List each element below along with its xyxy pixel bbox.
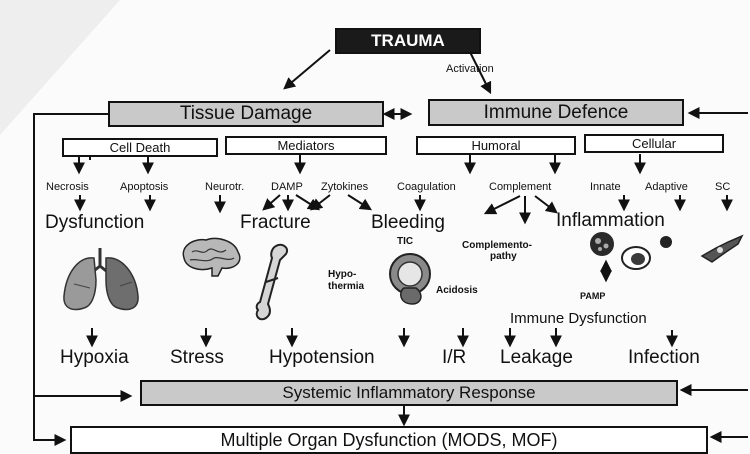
ir-label: I/R <box>442 347 467 368</box>
trauma-box: TRAUMA <box>335 28 481 54</box>
acidosis-label: Acidosis <box>436 285 478 296</box>
infection-label: Infection <box>628 347 700 368</box>
immune-dysfunction-label: Immune Dysfunction <box>510 310 647 327</box>
complementopathy-label-2: pathy <box>490 251 517 262</box>
complementopathy-label-1: Complemento- <box>462 240 532 251</box>
tic-label: TIC <box>397 236 414 247</box>
zytokines-label: Zytokines <box>321 181 369 193</box>
immune-cells-icon <box>590 232 744 270</box>
cellular-box: Cellular <box>584 134 724 153</box>
damp-label: DAMP <box>271 181 303 193</box>
activation-label: Activation <box>446 63 494 75</box>
immune-defence-box: Immune Defence <box>428 99 684 126</box>
cell-death-box: Cell Death <box>62 138 218 157</box>
adaptive-label: Adaptive <box>645 181 688 193</box>
complement-label: Complement <box>489 181 552 193</box>
hypotension-label: Hypotension <box>269 347 375 368</box>
feedback-loop-left <box>33 113 108 446</box>
hypoxia-label: Hypoxia <box>60 347 129 368</box>
arrow-trauma-tissue <box>283 49 331 90</box>
brain-icon <box>182 237 241 277</box>
lungs-icon <box>63 248 139 311</box>
necrosis-label: Necrosis <box>46 181 89 193</box>
fracture-label: Fracture <box>240 212 311 233</box>
inflammation-label: Inflammation <box>556 210 665 231</box>
apoptosis-label: Apoptosis <box>120 181 169 193</box>
hypothermia-label-1: Hypo- <box>328 269 357 280</box>
bleeding-label: Bleeding <box>371 212 445 233</box>
mediators-box: Mediators <box>225 136 387 155</box>
blood-clot-icon <box>389 253 431 305</box>
arrow-trauma-immune <box>469 51 492 95</box>
neurotr-label: Neurotr. <box>205 181 245 193</box>
tissue-damage-box: Tissue Damage <box>108 101 384 127</box>
pamp-label: PAMP <box>580 291 606 301</box>
hypothermia-label-2: thermia <box>328 281 365 292</box>
sc-label: SC <box>715 181 731 193</box>
stress-label: Stress <box>170 347 224 368</box>
page-fold <box>0 0 120 135</box>
innate-label: Innate <box>590 181 621 193</box>
coagulation-label: Coagulation <box>397 181 456 193</box>
sirs-box: Systemic Inflammatory Response <box>140 380 678 406</box>
humoral-box: Humoral <box>416 136 576 155</box>
bone-icon <box>255 243 288 321</box>
mods-box: Multiple Organ Dysfunction (MODS, MOF) <box>70 426 708 454</box>
dysfunction-label: Dysfunction <box>45 212 145 233</box>
leakage-label: Leakage <box>500 347 573 368</box>
